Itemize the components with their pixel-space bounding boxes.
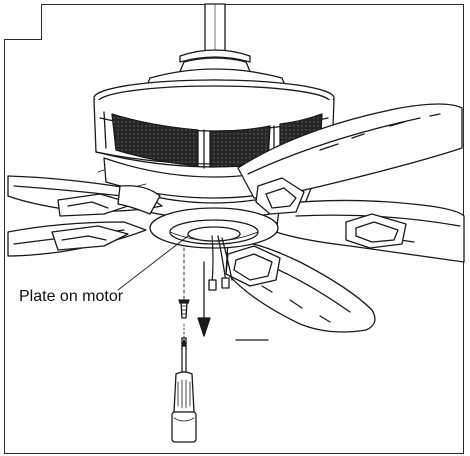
step-number-box xyxy=(4,4,42,40)
motor-wires xyxy=(208,235,233,291)
detail-marks xyxy=(97,169,147,187)
blade-bracket-left xyxy=(57,185,161,217)
arrow-down-icon xyxy=(197,261,211,337)
callout-leader-line xyxy=(117,235,189,291)
plate-on-motor-label: Plate on motor xyxy=(19,288,124,305)
motor-bottom-plate xyxy=(149,207,279,249)
fan-blade-upper-right xyxy=(237,103,463,199)
blade-bracket-lower-center xyxy=(225,245,281,287)
blade-bracket-lower-left xyxy=(51,225,129,251)
blade-bracket-upper-right xyxy=(255,177,305,215)
screw-icon xyxy=(178,299,190,319)
blade-bracket-right xyxy=(345,213,407,249)
screwdriver-icon xyxy=(171,323,197,443)
downrod xyxy=(204,3,226,53)
